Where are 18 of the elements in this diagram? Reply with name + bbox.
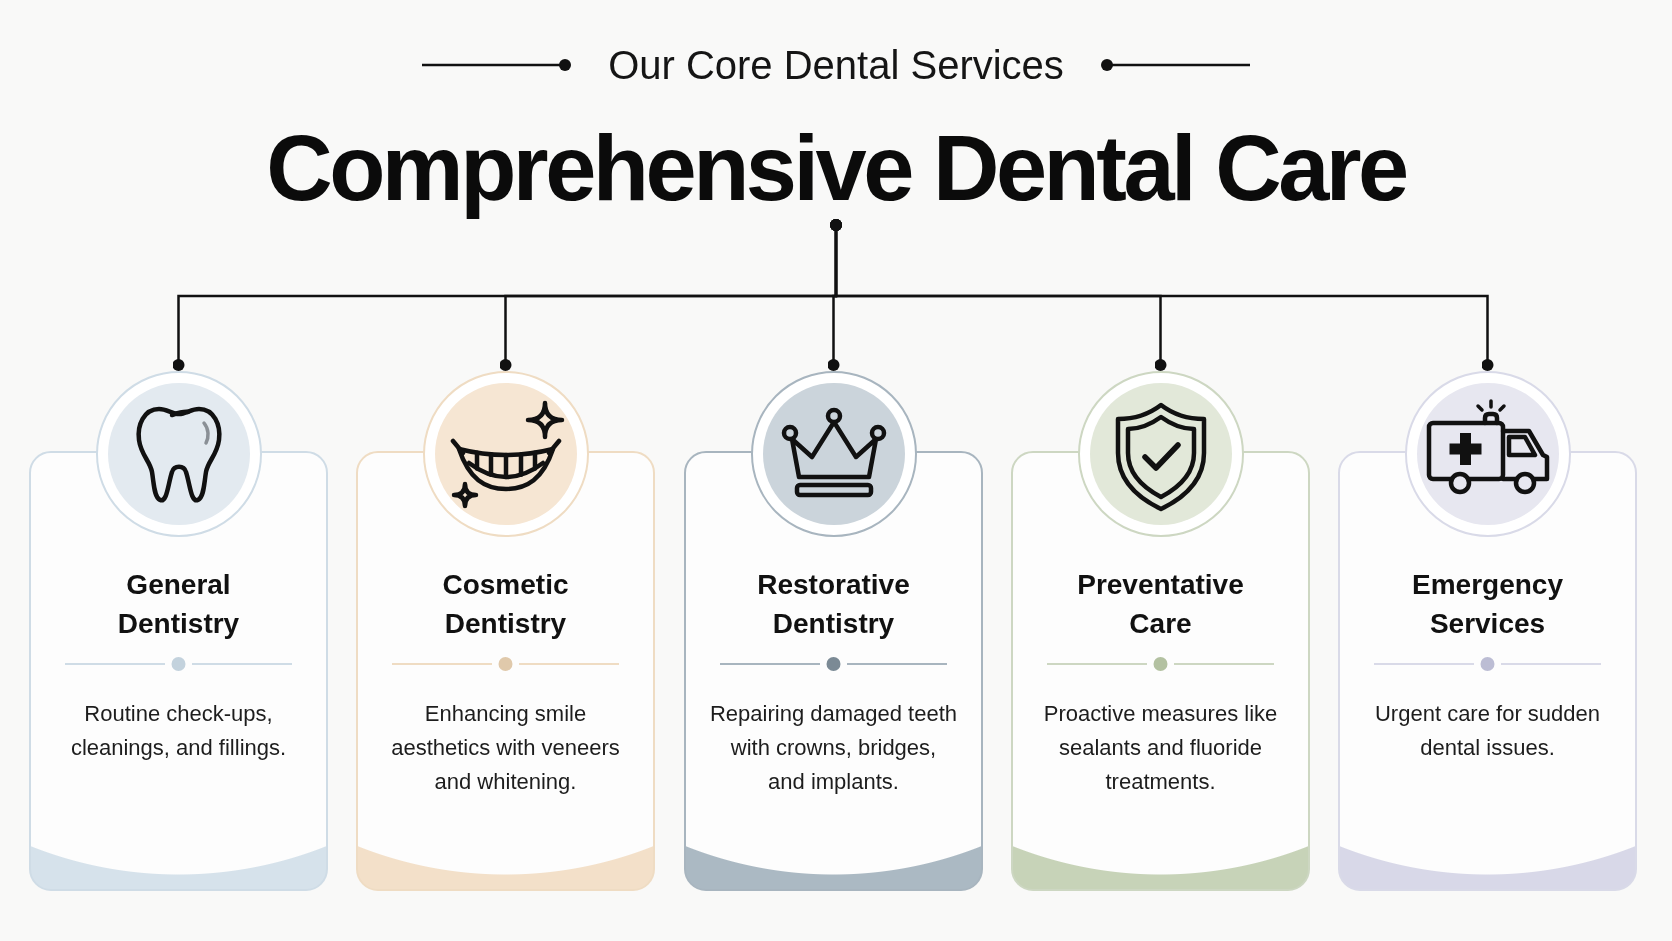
service-description: Routine check-ups, cleanings, and fillings. — [69, 700, 288, 762]
main-title: Comprehensive Dental Care — [266, 117, 1406, 219]
service-card — [684, 371, 983, 891]
service-description: Enhancing smile aesthetics with veneers and whitening. — [390, 700, 621, 796]
service-title: Cosmetic Dentistry — [441, 568, 570, 641]
service-description: Urgent care for sudden dental issues. — [1374, 700, 1601, 762]
service-description: Proactive measures like sealants and fluoride treatments. — [1042, 700, 1279, 796]
service-title: Restorative Dentistry — [756, 568, 911, 641]
service-title: Emergency Services — [1411, 568, 1564, 641]
service-card — [1011, 371, 1310, 891]
service-description: Repairing damaged teeth with crowns, bridges, and implants. — [709, 700, 958, 796]
service-card — [29, 371, 328, 891]
subtitle: Our Core Dental Services — [608, 42, 1064, 89]
service-title: Preventative Care — [1076, 568, 1245, 641]
service-card — [356, 371, 655, 891]
connector-line — [830, 219, 1494, 371]
service-title: General Dentistry — [116, 568, 241, 641]
service-card — [1338, 371, 1637, 891]
